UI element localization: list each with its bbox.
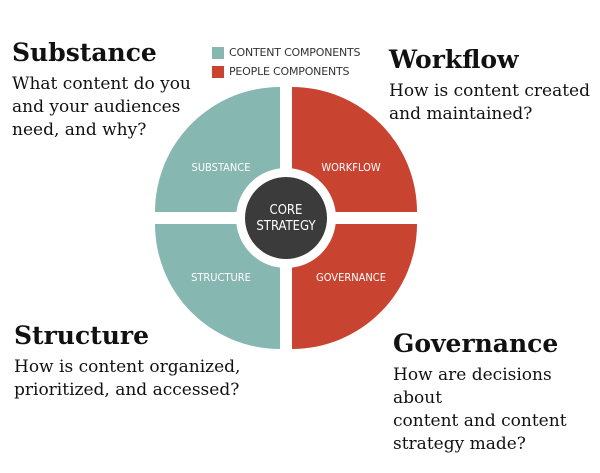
legend-label-people: PEOPLE COMPONENTS bbox=[229, 65, 350, 78]
legend: CONTENT COMPONENTS PEOPLE COMPONENTS bbox=[212, 43, 361, 81]
structure-quadrant bbox=[155, 224, 280, 349]
legend-item-content: CONTENT COMPONENTS bbox=[212, 43, 361, 62]
governance-heading: Governance bbox=[393, 329, 559, 358]
substance-quadrant bbox=[155, 87, 280, 212]
legend-label-content: CONTENT COMPONENTS bbox=[229, 46, 361, 59]
workflow-description: How is content created and maintained? bbox=[389, 81, 590, 124]
workflow-heading: Workflow bbox=[389, 45, 519, 74]
legend-swatch-people bbox=[212, 65, 224, 78]
structure-heading: Structure bbox=[14, 321, 149, 350]
substance-quadrant-label: SUBSTANCE bbox=[192, 161, 251, 174]
substance-description: What content do you and your audiences n… bbox=[12, 74, 191, 140]
substance-heading: Substance bbox=[12, 38, 157, 67]
governance-quadrant bbox=[292, 224, 417, 349]
structure-quadrant-label: STRUCTURE bbox=[191, 271, 251, 284]
workflow-quadrant bbox=[292, 87, 417, 212]
governance-description: How are decisions about content and cont… bbox=[393, 365, 567, 454]
core-label-line1: CORE bbox=[270, 203, 303, 218]
governance-quadrant-label: GOVERNANCE bbox=[316, 271, 386, 284]
workflow-quadrant-label: WORKFLOW bbox=[321, 161, 381, 174]
structure-description: How is content organized, prioritized, a… bbox=[14, 357, 241, 400]
strategy-wheel: SUBSTANCE WORKFLOW STRUCTURE GOVERNANCE … bbox=[155, 87, 417, 349]
legend-swatch-content bbox=[212, 46, 224, 59]
legend-item-people: PEOPLE COMPONENTS bbox=[212, 62, 360, 81]
core-label-line2: STRATEGY bbox=[256, 219, 316, 234]
core-circle bbox=[245, 177, 327, 259]
